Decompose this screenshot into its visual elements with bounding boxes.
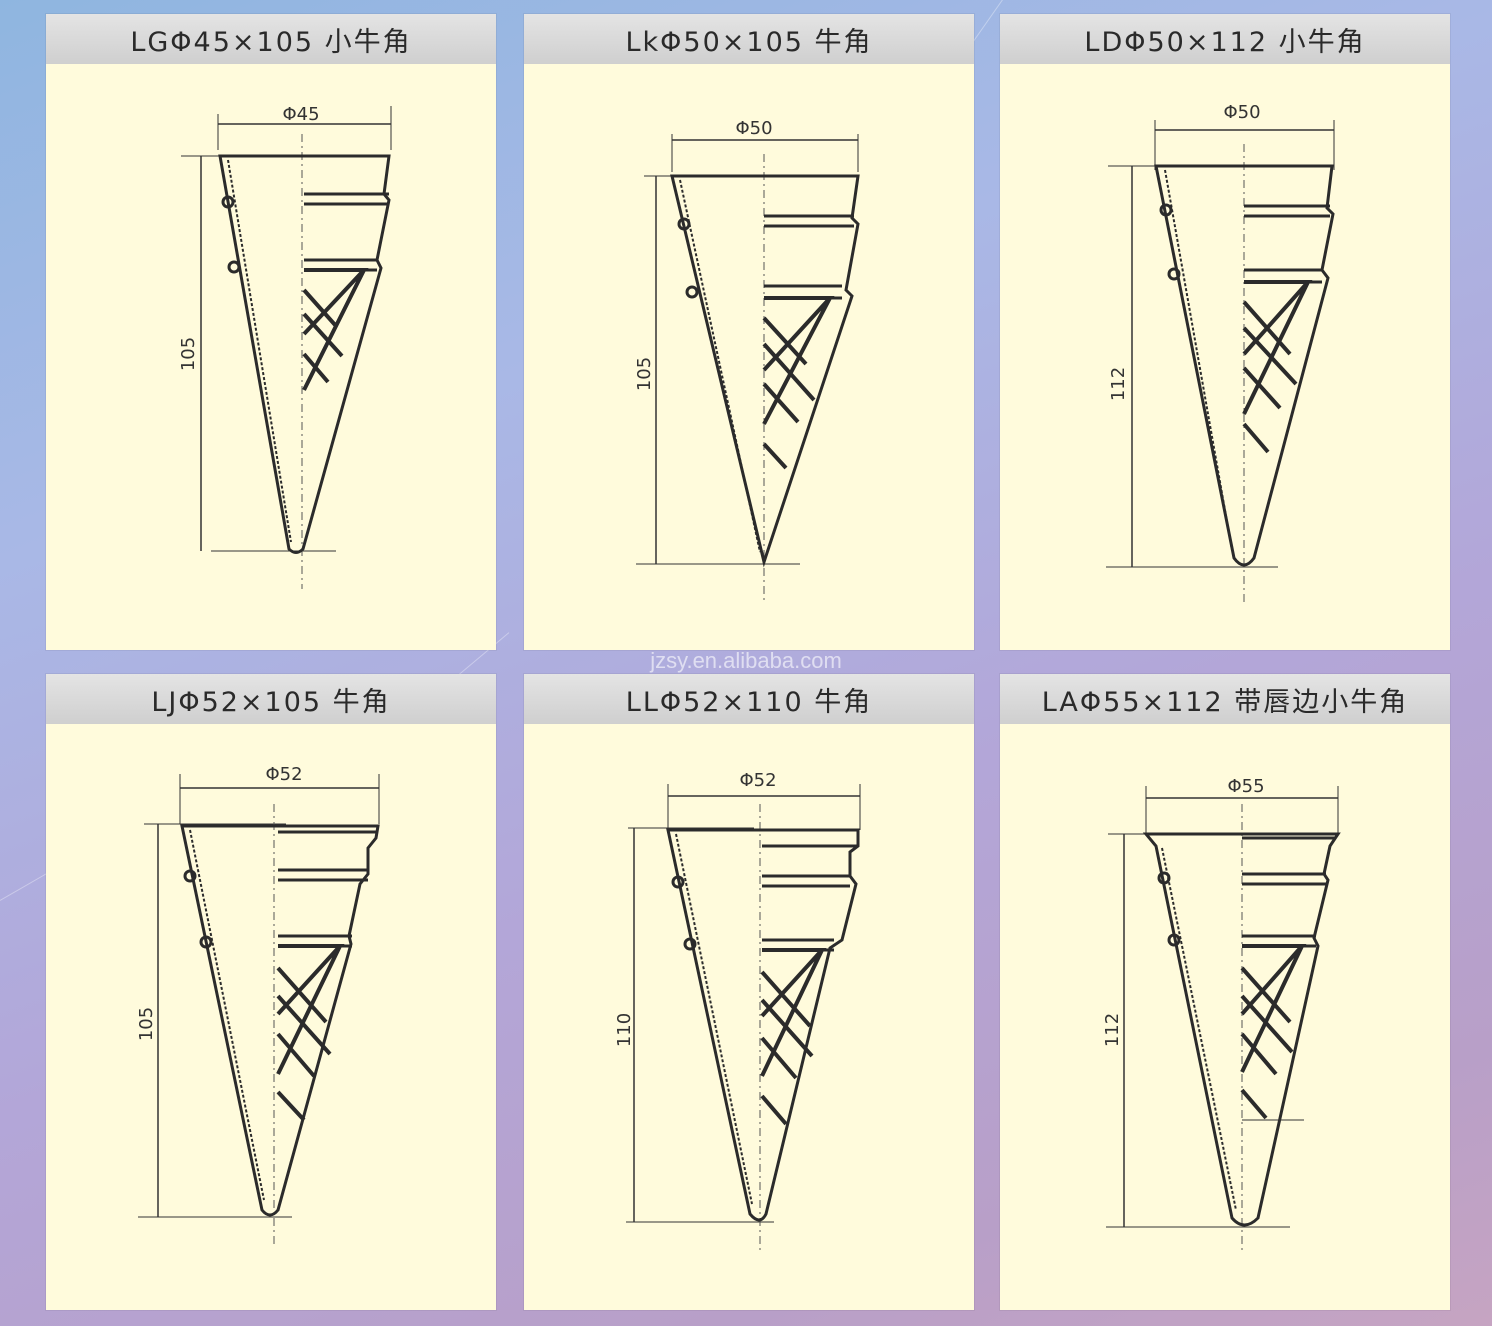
cone-title: LAΦ55×112 带唇边小牛角 xyxy=(1000,674,1450,724)
height-label: 112 xyxy=(1102,1013,1123,1047)
cone-drawing: Φ52 110 xyxy=(614,770,861,1254)
height-label: 105 xyxy=(634,357,655,391)
cone-drawing: Φ55 112 xyxy=(1102,776,1341,1254)
cone-card-lk: LkΦ50×105 牛角 Φ50 105 xyxy=(524,14,974,650)
diameter-label: Φ50 xyxy=(1223,102,1260,123)
height-label: 105 xyxy=(178,337,199,371)
cone-card-lj: LJΦ52×105 牛角 Φ52 105 xyxy=(46,674,496,1310)
diameter-label: Φ55 xyxy=(1227,776,1264,797)
cone-title: LDΦ50×112 小牛角 xyxy=(1000,14,1450,64)
cone-outline xyxy=(218,154,391,554)
cone-title: LJΦ52×105 牛角 xyxy=(46,674,496,724)
diameter-label: Φ45 xyxy=(282,104,319,125)
cone-card-la: LAΦ55×112 带唇边小牛角 Φ55 112 xyxy=(1000,674,1450,1310)
cone-drawing: Φ45 105 xyxy=(178,104,392,589)
watermark: jzsy.en.alibaba.com xyxy=(650,648,842,673)
cone-drawing: Φ50 112 xyxy=(1106,102,1335,604)
cone-outline xyxy=(670,174,860,568)
cone-drawing: Φ52 105 xyxy=(136,764,380,1244)
cone-card-ld: LDΦ50×112 小牛角 Φ50 112 xyxy=(1000,14,1450,650)
cone-title: LLΦ52×110 牛角 xyxy=(524,674,974,724)
diameter-label: Φ52 xyxy=(265,764,302,785)
cone-outline xyxy=(1154,164,1335,567)
height-label: 112 xyxy=(1108,367,1129,401)
cone-drawing: Φ50 105 xyxy=(634,118,860,604)
cone-card-lg: LGΦ45×105 小牛角 Φ45 105 xyxy=(46,14,496,650)
diameter-label: Φ52 xyxy=(739,770,776,791)
height-label: 110 xyxy=(614,1013,635,1047)
height-label: 105 xyxy=(136,1007,157,1041)
cone-title: LkΦ50×105 牛角 xyxy=(524,14,974,64)
cone-card-ll: LLΦ52×110 牛角 Φ52 110 xyxy=(524,674,974,1310)
background-line xyxy=(0,870,53,901)
diameter-label: Φ50 xyxy=(735,118,772,139)
cone-outline xyxy=(180,824,380,1217)
cone-title: LGΦ45×105 小牛角 xyxy=(46,14,496,64)
cone-outline xyxy=(666,828,860,1222)
